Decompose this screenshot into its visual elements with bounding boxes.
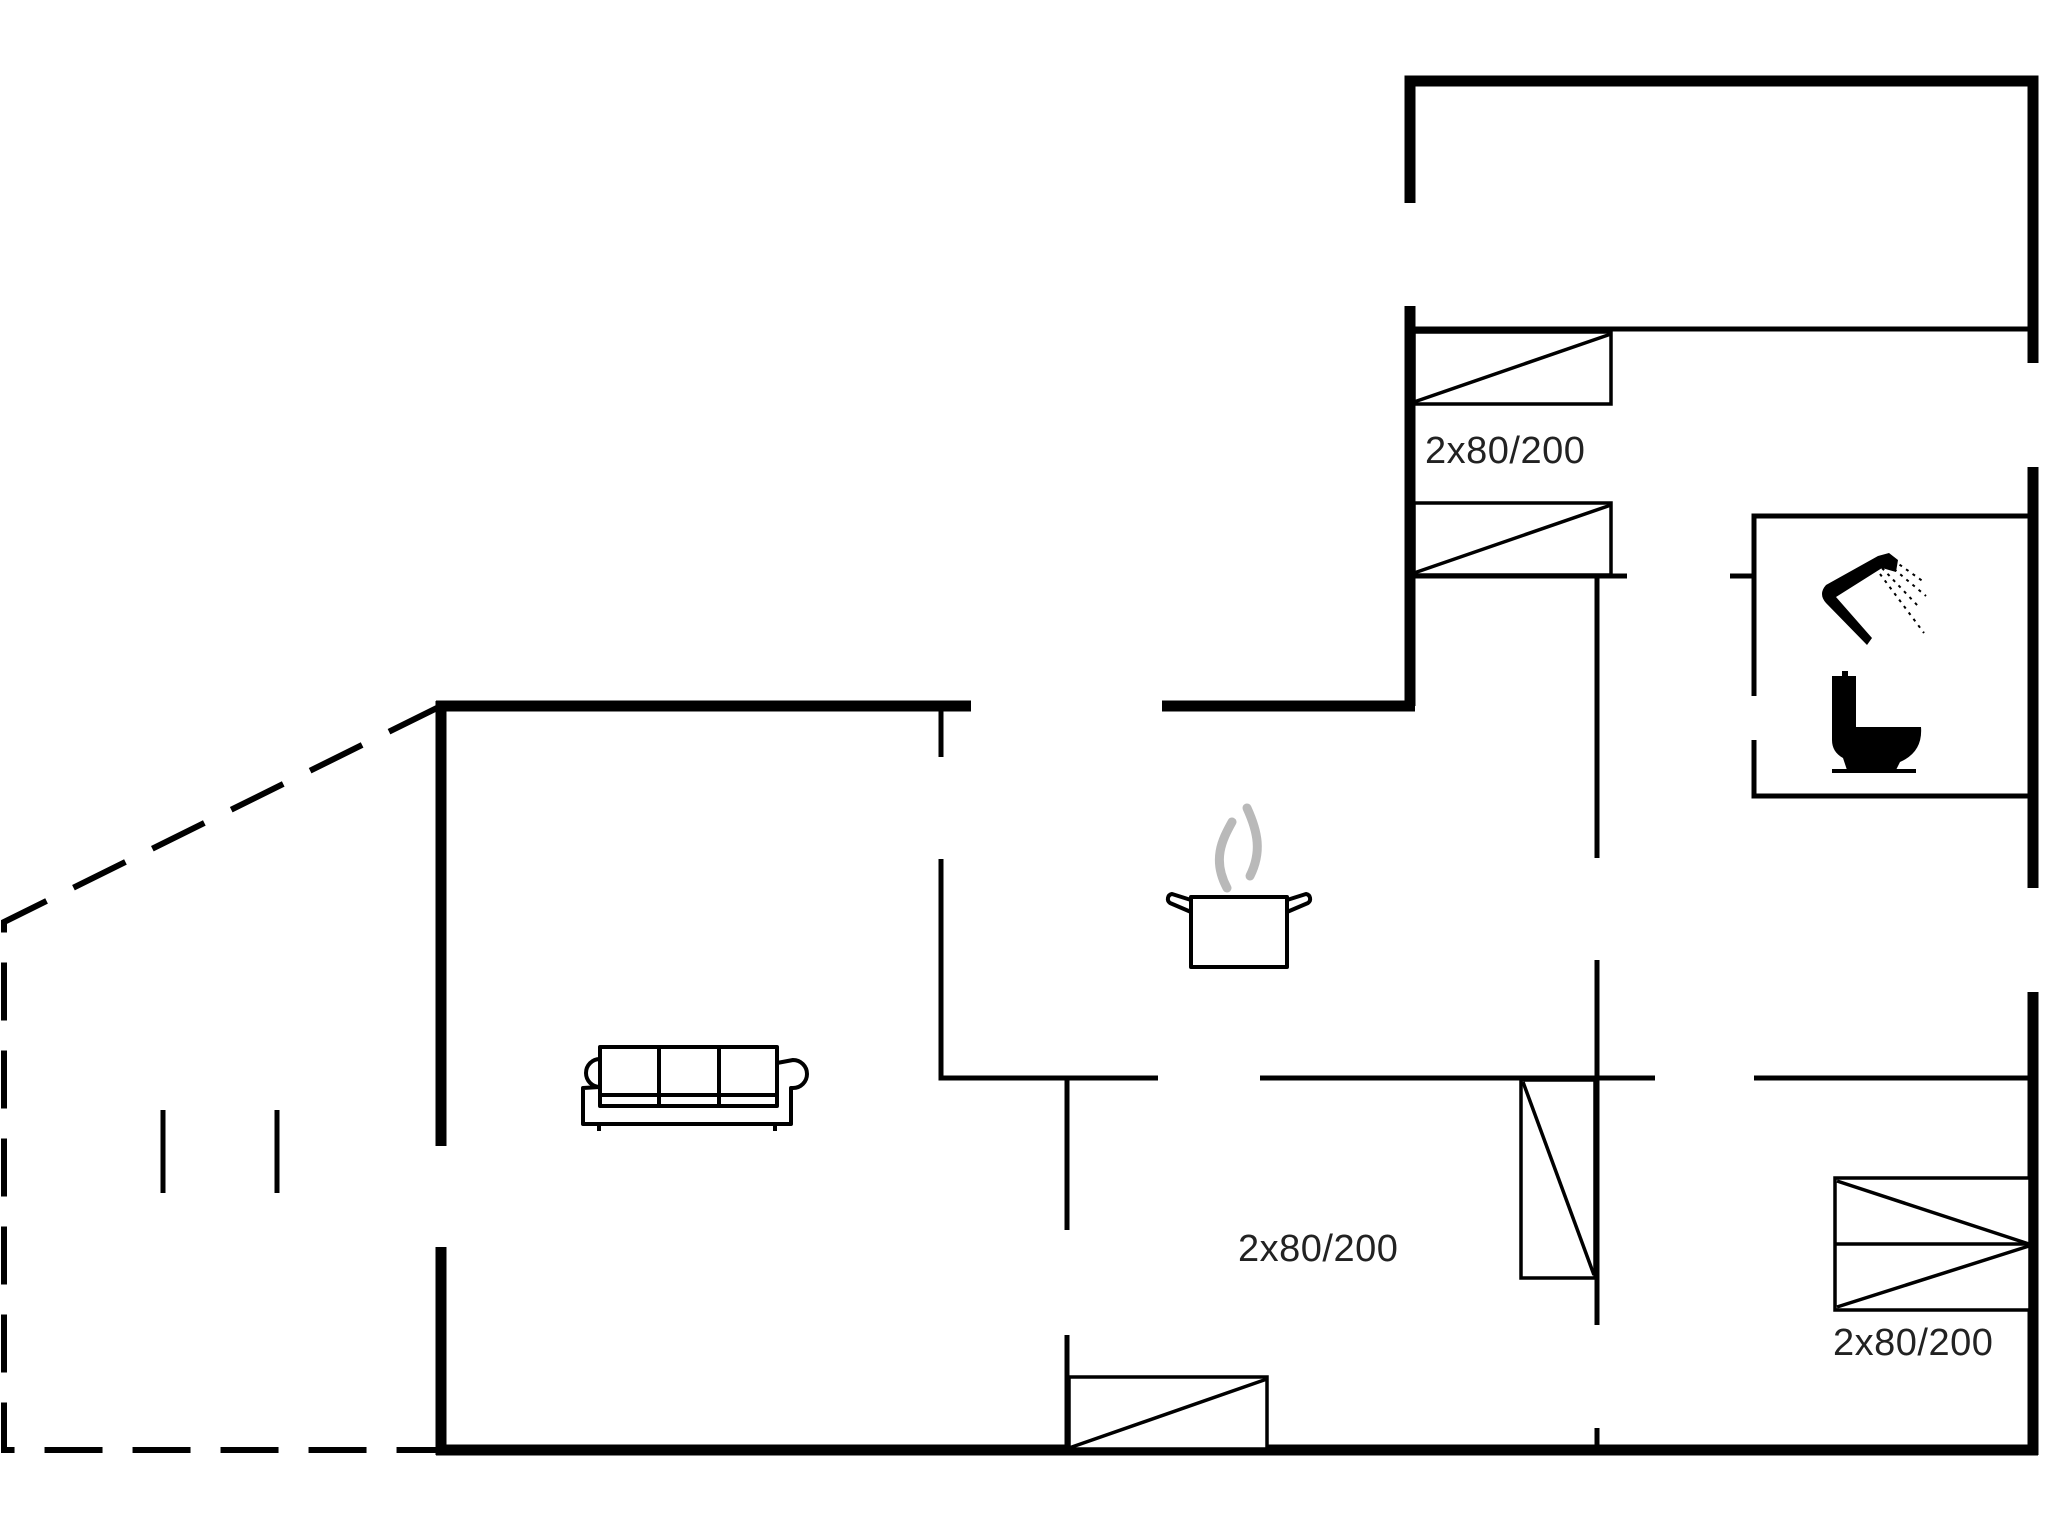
outer-walls	[435, 75, 2039, 1456]
bed-right	[1833, 1176, 2032, 1312]
bed-label-right: 2x80/200	[1833, 1322, 1994, 1364]
bed-center	[1067, 1375, 1269, 1451]
bed-top-2	[1412, 501, 1613, 577]
toilet-icon	[1832, 671, 1922, 773]
sofa-icon	[581, 1045, 809, 1131]
bed-top-1	[1412, 330, 1613, 406]
bed-label-center: 2x80/200	[1238, 1228, 1399, 1270]
terrace-outline	[0, 703, 443, 1453]
cooking-pot-icon	[1165, 803, 1313, 969]
wardrobe-hall	[1519, 1078, 1597, 1280]
interior-walls	[938, 326, 2033, 1450]
shower-icon	[1822, 553, 1927, 645]
terrace-marks	[160, 1110, 280, 1193]
bed-label-top: 2x80/200	[1425, 430, 1586, 472]
